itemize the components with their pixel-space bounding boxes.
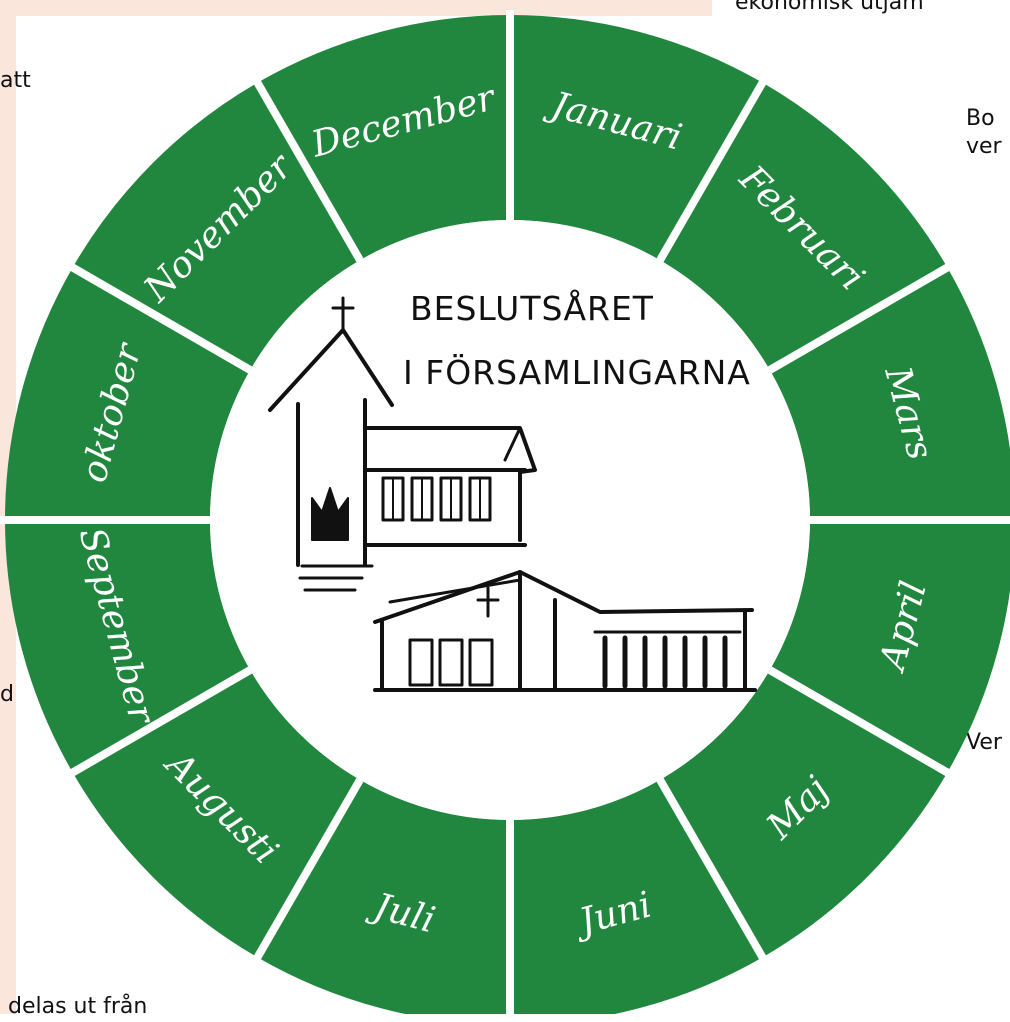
month-segment-juni — [510, 779, 763, 1014]
month-segment-januari — [510, 15, 763, 261]
month-segment-april — [769, 520, 1010, 773]
segment-divider — [251, 777, 364, 964]
segment-divider — [656, 777, 769, 964]
bg-text-right-bottom: Ver — [966, 730, 1002, 755]
segment-divider — [251, 76, 364, 263]
bg-text-left-top: att — [0, 68, 31, 93]
month-segment-december — [257, 15, 510, 261]
month-segment-juli — [257, 779, 510, 1014]
top-margin-strip — [0, 0, 712, 16]
church-illustration — [268, 296, 757, 692]
month-segment-november — [72, 82, 361, 371]
segment-divider — [656, 76, 769, 263]
segment-divider — [66, 666, 253, 779]
center-disc — [210, 220, 810, 820]
title-line-1: BESLUTSÅRET — [410, 288, 654, 328]
month-segment-augusti — [72, 670, 361, 958]
month-segment-september — [5, 520, 251, 773]
segment-divider — [767, 666, 954, 779]
bg-text-right-2: ver — [966, 134, 1002, 159]
month-segment-mars — [769, 267, 1010, 520]
bg-text-top: ekonomisk utjäm — [735, 0, 924, 15]
segment-divider — [66, 261, 253, 374]
center-title: BESLUTSÅRET I FÖRSAMLINGARNA — [403, 288, 751, 392]
bg-text-left-mid: d — [0, 682, 14, 707]
month-segment-maj — [660, 670, 948, 958]
title-line-2: I FÖRSAMLINGARNA — [403, 352, 751, 392]
segment-divider — [767, 261, 954, 374]
month-segment-oktober — [5, 267, 251, 520]
month-segment-februari — [660, 82, 948, 371]
bg-text-right-1: Bo — [966, 106, 995, 131]
